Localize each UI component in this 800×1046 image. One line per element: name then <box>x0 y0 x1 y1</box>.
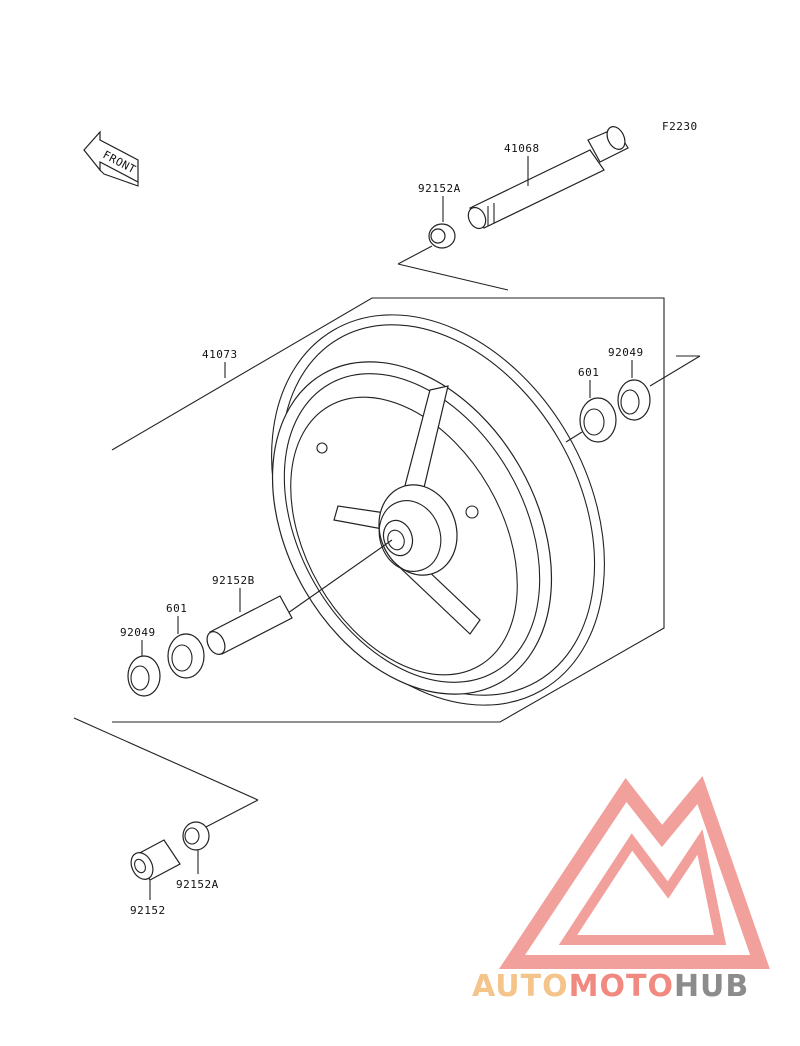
label-collar-left: 92152 <box>130 904 166 917</box>
spacer-part <box>206 595 293 655</box>
label-spacer: 92152B <box>212 574 255 587</box>
bearing-left-part <box>167 633 205 679</box>
label-bearing-left: 601 <box>166 602 187 615</box>
label-bearing-right: 601 <box>578 366 599 379</box>
watermark-logo <box>498 775 770 969</box>
collar-top-part <box>428 223 456 249</box>
assembly-frame <box>73 245 665 829</box>
front-arrow-icon: FRONT <box>83 130 139 187</box>
label-axle: 41068 <box>504 142 540 155</box>
label-wheel: 41073 <box>202 348 238 361</box>
label-seal-right: 92049 <box>608 346 644 359</box>
label-collar-bottom: 92152A <box>176 878 219 891</box>
label-seal-left: 92049 <box>120 626 156 639</box>
seal-right-part <box>617 379 651 421</box>
figure-code: F2230 <box>662 120 698 133</box>
wheel-part <box>271 314 605 706</box>
collar-left-part <box>130 839 181 881</box>
collar-bottom-part <box>182 821 210 851</box>
bearing-right-part <box>579 397 617 443</box>
label-collar-top: 92152A <box>418 182 461 195</box>
axle-part <box>467 126 629 230</box>
watermark-text: AUTOMOTOHUB <box>472 969 749 1004</box>
seal-left-part <box>127 655 161 697</box>
